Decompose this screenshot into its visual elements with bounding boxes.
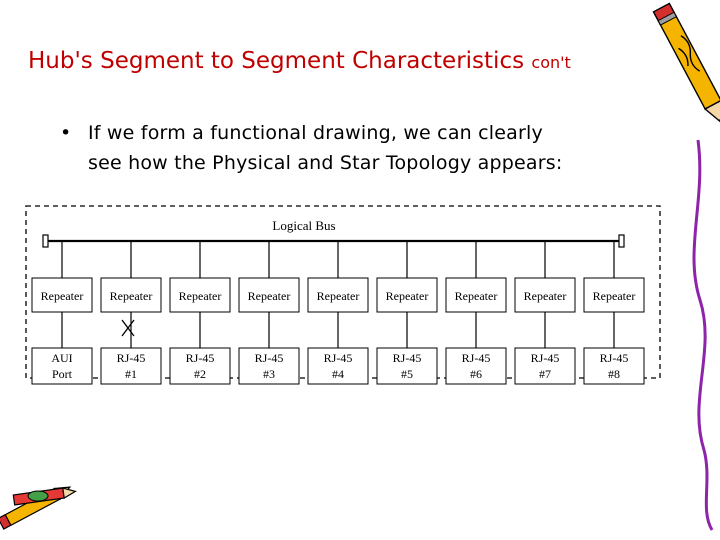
port-label-line1: RJ-45	[324, 351, 353, 365]
repeater-box	[514, 277, 576, 313]
bullet-line-2: see how the Physical and Star Topology a…	[88, 152, 563, 174]
port-box	[100, 347, 162, 385]
bus-terminator-left	[42, 234, 49, 248]
repeater-label: Repeater	[524, 289, 567, 303]
repeater-box	[238, 277, 300, 313]
repeater-label: Repeater	[110, 289, 153, 303]
repeater-box	[31, 277, 93, 313]
repeater-label: Repeater	[317, 289, 360, 303]
bullet-line-1: If we form a functional drawing, we can …	[88, 122, 543, 144]
bullet-point: • If we form a functional drawing, we ca…	[60, 118, 660, 178]
port-label-line2: #4	[332, 367, 344, 381]
port-label-line1: RJ-45	[255, 351, 284, 365]
title-main: Hub's Segment to Segment Characteristics	[28, 48, 525, 74]
repeater-box	[445, 277, 507, 313]
port-label-line2: #2	[194, 367, 206, 381]
port-label-line1: RJ-45	[531, 351, 560, 365]
repeater-box	[307, 277, 369, 313]
repeater-label: Repeater	[248, 289, 291, 303]
port-label-line2: #7	[539, 367, 551, 381]
repeater-box	[376, 277, 438, 313]
repeater-label: Repeater	[386, 289, 429, 303]
port-label-line1: AUI	[51, 351, 72, 365]
slide-title: Hub's Segment to Segment Characteristics…	[28, 48, 571, 74]
link-break-mark-b	[121, 319, 135, 337]
port-label-line1: RJ-45	[393, 351, 422, 365]
port-box	[376, 347, 438, 385]
hub-frame	[25, 205, 661, 379]
bus-terminator-right	[618, 234, 625, 248]
port-label-line1: RJ-45	[462, 351, 491, 365]
decorative-squiggle	[692, 139, 714, 531]
repeater-label: Repeater	[593, 289, 636, 303]
pencils-clipart-icon	[0, 486, 77, 530]
port-box	[31, 347, 93, 385]
repeater-label: Repeater	[41, 289, 84, 303]
port-box	[169, 347, 231, 385]
port-label-line1: RJ-45	[600, 351, 629, 365]
repeater-box	[583, 277, 645, 313]
port-label-line1: RJ-45	[186, 351, 215, 365]
port-label-line2: #6	[470, 367, 482, 381]
port-label-line2: #1	[125, 367, 137, 381]
port-label-line1: RJ-45	[117, 351, 146, 365]
port-label-line2: #5	[401, 367, 413, 381]
pencil-icon	[652, 2, 720, 126]
repeater-label: Repeater	[455, 289, 498, 303]
port-box	[307, 347, 369, 385]
port-box	[583, 347, 645, 385]
port-label-line2: #3	[263, 367, 275, 381]
repeater-label: Repeater	[179, 289, 222, 303]
port-label-line2: #8	[608, 367, 620, 381]
repeater-box	[169, 277, 231, 313]
port-label-line2: Port	[52, 367, 73, 381]
bus-label: Logical Bus	[272, 218, 335, 233]
bullet-marker: •	[60, 122, 72, 144]
port-box	[514, 347, 576, 385]
port-box	[238, 347, 300, 385]
port-box	[445, 347, 507, 385]
title-suffix: con't	[531, 53, 571, 72]
